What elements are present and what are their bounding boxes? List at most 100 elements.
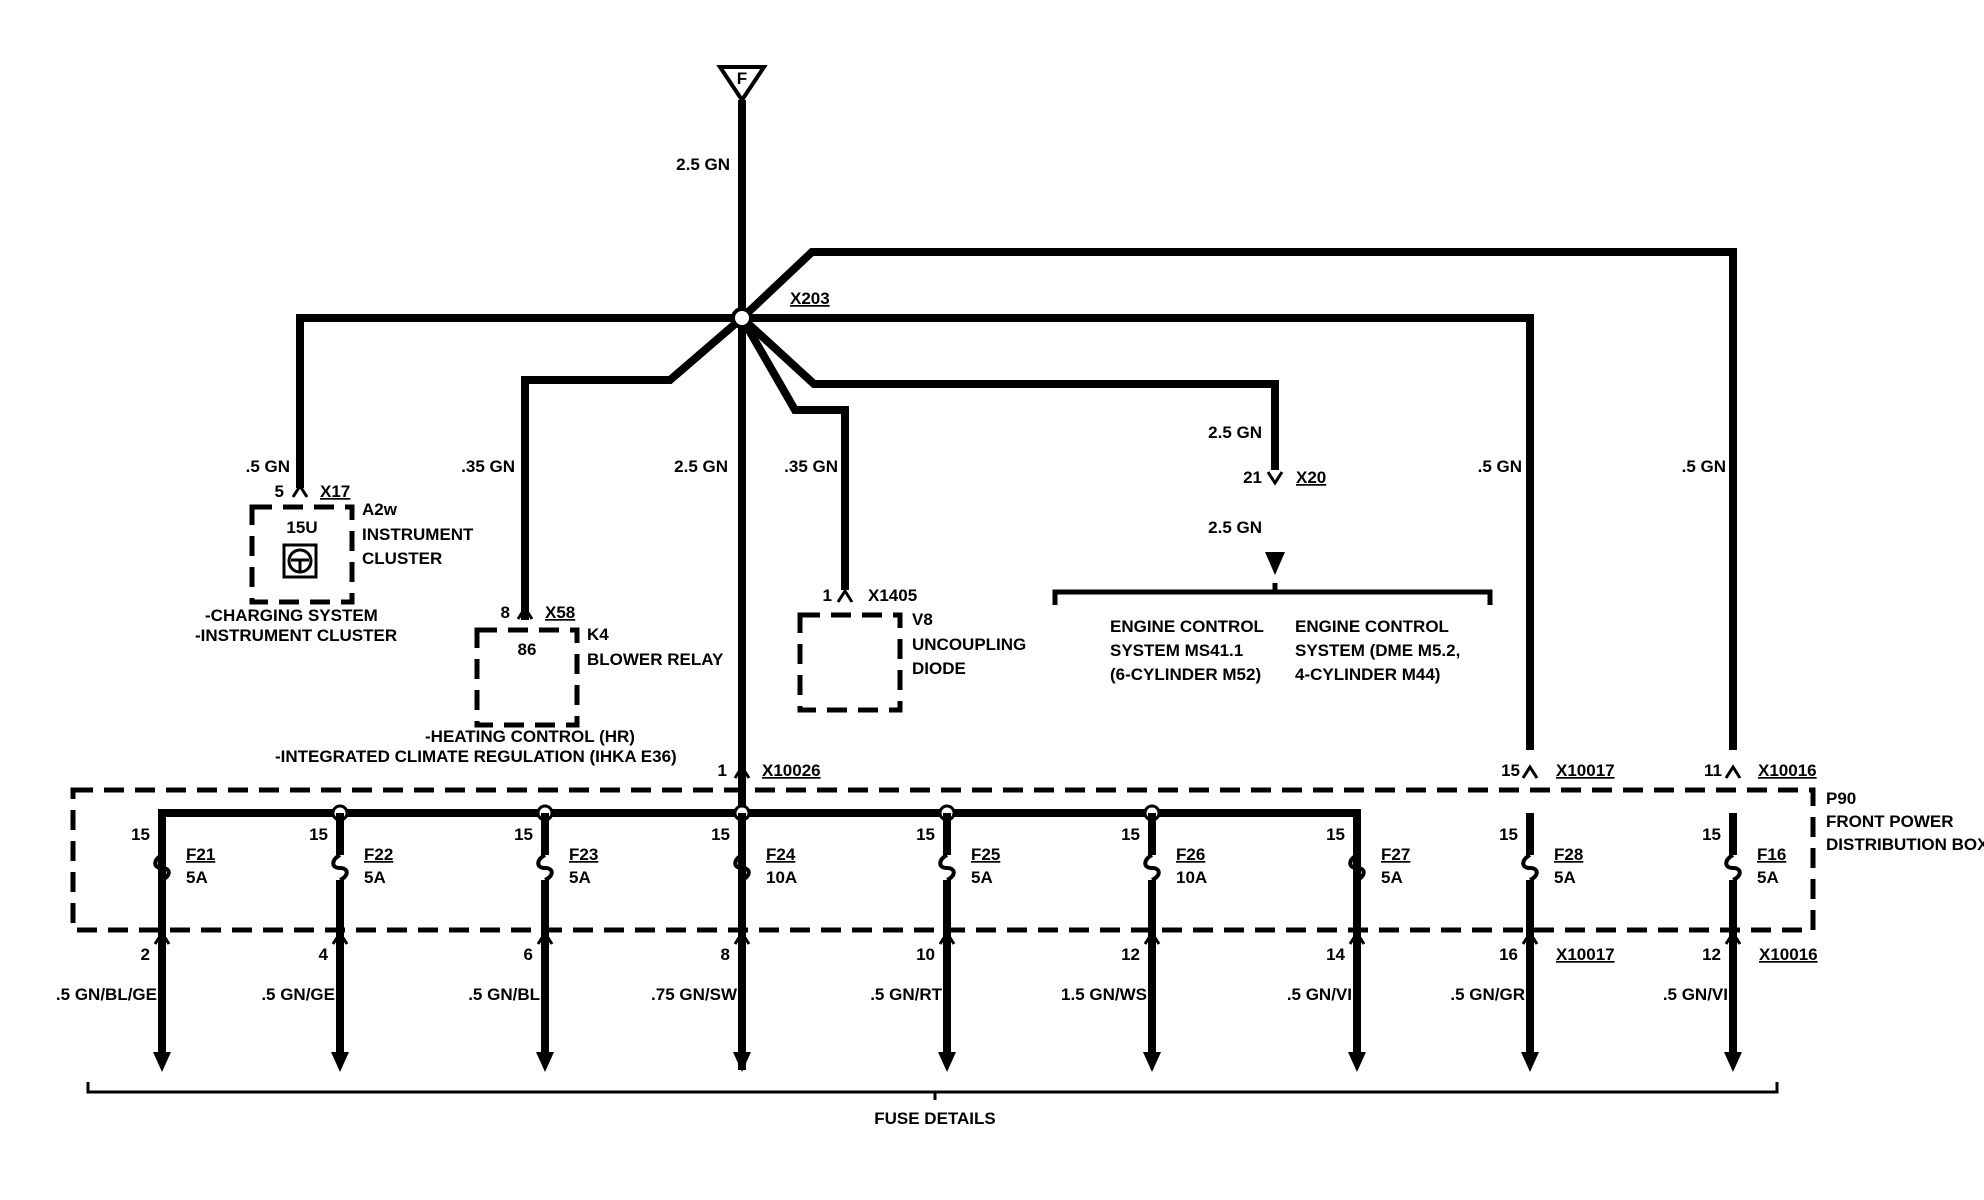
fuse-output-pin: 12 <box>1121 945 1140 964</box>
uncoupling-diode: .35 GN 1 X1405 V8 UNCOUPLING DIODE <box>784 457 1026 713</box>
fuse-element-icon <box>331 853 349 882</box>
fuse-input-pin: 15 <box>131 825 150 844</box>
fuse-output-pin: 6 <box>524 945 533 964</box>
engine-wire-upper: 2.5 GN <box>1208 423 1262 442</box>
cluster-pin: 5 <box>275 482 284 501</box>
warning-lamp-icon <box>282 543 318 579</box>
fuse-element-icon <box>153 853 171 882</box>
feed-x10017-pin: 15 <box>1501 761 1520 780</box>
splice-label: X203 <box>790 289 830 308</box>
fuse-name: F26 <box>1176 845 1205 864</box>
fuse-wire-label: .5 GN/GE <box>261 985 335 1004</box>
relay-name: BLOWER RELAY <box>587 650 724 669</box>
fuse-output-pin: 8 <box>721 945 730 964</box>
fuse-rating: 10A <box>1176 868 1207 887</box>
feed-x10016-pin: 11 <box>1704 761 1722 780</box>
output-connector-symbol <box>1143 930 1161 945</box>
input-x10026: 1 X10026 <box>718 761 821 780</box>
engine-right-1: ENGINE CONTROL <box>1295 617 1449 636</box>
cluster-connector: X17 <box>320 482 350 501</box>
fuse-wire-label: 1.5 GN/WS <box>1061 985 1147 1004</box>
fuse-input-pin: 15 <box>309 825 328 844</box>
fuse-element-icon <box>1724 853 1742 882</box>
fuse-rating: 5A <box>364 868 386 887</box>
cluster-box <box>249 504 355 605</box>
fuse-element-icon <box>536 853 554 882</box>
box-id: P90 <box>1826 789 1856 808</box>
right-feeds: .5 GN 15 X10017 .5 GN 11 X10016 <box>1478 457 1817 780</box>
fuse-rating: 10A <box>766 868 797 887</box>
fuse-input-pin: 15 <box>1702 825 1721 844</box>
box-name-2: DISTRIBUTION BOX <box>1826 835 1984 854</box>
fuse-wire-label: .5 GN/GR <box>1450 985 1525 1004</box>
fuse-name: F16 <box>1757 845 1786 864</box>
cluster-terminal: 15U <box>286 518 317 537</box>
fuse-name: F21 <box>186 845 215 864</box>
cluster-wire-label: .5 GN <box>246 457 290 476</box>
fuse-output-pin: 12 <box>1702 945 1721 964</box>
fuse-input-pin: 15 <box>711 825 730 844</box>
feed-x10016-connector: X10016 <box>1758 761 1817 780</box>
fuse-input-pin: 15 <box>514 825 533 844</box>
fuse-rating: 5A <box>1757 868 1779 887</box>
fuse-output-pin: 4 <box>319 945 329 964</box>
relay-pin: 8 <box>501 603 510 622</box>
fuse-rating: 5A <box>1554 868 1576 887</box>
fuse-name: F28 <box>1554 845 1583 864</box>
feed-x10017-wire: .5 GN <box>1478 457 1522 476</box>
diode-name-2: DIODE <box>912 659 966 678</box>
output-arrow-icon <box>331 1052 349 1072</box>
engine-connector-symbol <box>1266 471 1284 486</box>
fuse-input-pin: 15 <box>1499 825 1518 844</box>
instrument-cluster: .5 GN 5 X17 15U A2w INSTRUMENT CLUSTER -… <box>195 457 474 645</box>
relay-note-1: -HEATING CONTROL (HR) <box>425 727 635 746</box>
cluster-name-1: INSTRUMENT <box>362 525 474 544</box>
diode-box <box>797 612 903 713</box>
fuse-input-pin: 15 <box>916 825 935 844</box>
feed-x10016-connector-symbol <box>1724 764 1742 779</box>
relay-box <box>474 627 580 728</box>
box-name-1: FRONT POWER <box>1826 812 1954 831</box>
ground-label: F <box>737 69 747 88</box>
fuse-wire-label: .5 GN/BL <box>468 985 540 1004</box>
output-connector-symbol <box>938 930 956 945</box>
fuse-name: F27 <box>1381 845 1410 864</box>
output-connector-symbol <box>1724 930 1742 945</box>
x10026-connector: X10026 <box>762 761 821 780</box>
engine-control-feed: 2.5 GN 21 X20 2.5 GN ENGINE CONTROL SYST… <box>1052 423 1493 684</box>
fuse-element-icon <box>1348 853 1366 882</box>
fuse-element-icon <box>733 853 751 882</box>
diode-id: V8 <box>912 610 933 629</box>
fuse-wire-label: .5 GN/VI <box>1663 985 1728 1004</box>
engine-right-3: 4-CYLINDER M44) <box>1295 665 1440 684</box>
output-connector-symbol <box>536 930 554 945</box>
fuse-rating: 5A <box>971 868 993 887</box>
engine-bracket <box>1052 583 1493 605</box>
relay-connector-symbol <box>516 605 534 620</box>
output-arrow-icon <box>153 1052 171 1072</box>
fuse-input-pin: 15 <box>1121 825 1140 844</box>
splice-branches <box>296 248 1737 1070</box>
fuse-output-pin: 2 <box>141 945 150 964</box>
main-wire-label: 2.5 GN <box>676 155 730 174</box>
output-arrow-icon <box>536 1052 554 1072</box>
diode-wire-label: .35 GN <box>784 457 838 476</box>
relay-terminal: 86 <box>518 640 537 659</box>
diode-name-1: UNCOUPLING <box>912 635 1026 654</box>
cluster-id: A2w <box>362 500 398 519</box>
fuse-output-connector: X10016 <box>1759 945 1818 964</box>
cluster-note-2: -INSTRUMENT CLUSTER <box>195 626 397 645</box>
cluster-note-1: -CHARGING SYSTEM <box>205 606 378 625</box>
footer-bracket <box>86 1082 1779 1100</box>
engine-left-3: (6-CYLINDER M52) <box>1110 665 1261 684</box>
